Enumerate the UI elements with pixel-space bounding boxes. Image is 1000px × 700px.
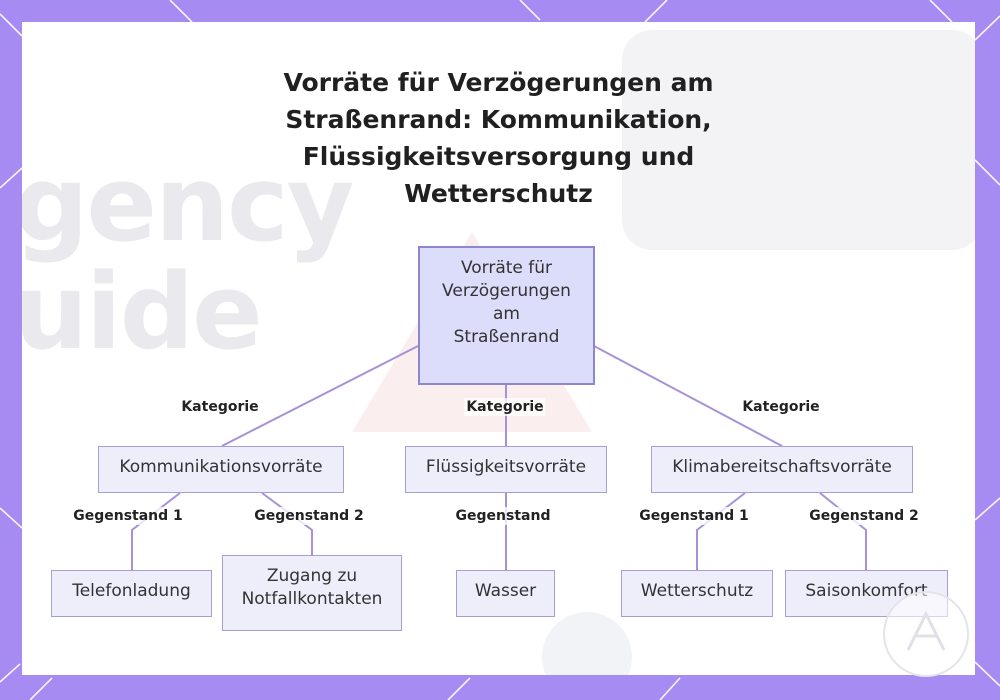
connector-root-cat1: [221, 345, 419, 447]
edge-label-item: Gegenstand 2: [252, 507, 366, 525]
item-node-phone-charge: Telefonladung: [51, 570, 212, 617]
root-node-label: Vorräte für Verzögerungen am Straßenrand: [442, 258, 571, 347]
edge-label-category: Kategorie: [179, 398, 261, 416]
diagram-title: Vorräte für Verzögerungen am Straßenrand…: [283, 68, 714, 208]
category-node-fluids: Flüssigkeitsvorräte: [405, 446, 607, 493]
item-label: Saisonkomfort: [805, 581, 928, 601]
connector-cat1-item2: [261, 492, 313, 555]
item-label: Zugang zu Notfallkontakten: [241, 566, 383, 609]
background-banner: [622, 30, 975, 250]
background-circle: [542, 612, 632, 675]
edge-label-category: Kategorie: [740, 398, 822, 416]
background-watermark-text: gency: [22, 143, 354, 265]
connector-cat3-item1: [696, 492, 746, 570]
item-node-emergency-contacts: Zugang zu Notfallkontakten: [222, 555, 402, 631]
category-label: Flüssigkeitsvorräte: [425, 457, 587, 477]
edge-label-item: Gegenstand 2: [807, 507, 921, 525]
edge-label-item: Gegenstand 1: [637, 507, 751, 525]
category-label: Klimabereitschaftsvorräte: [672, 457, 892, 477]
item-label: Wetterschutz: [640, 581, 754, 601]
item-label: Telefonladung: [72, 581, 191, 601]
category-node-communication: Kommunikationsvorräte: [98, 446, 344, 493]
category-label: Kommunikationsvorräte: [119, 457, 323, 477]
edge-label-category: Kategorie: [464, 398, 546, 416]
connector-cat3-item2: [819, 492, 867, 570]
edge-label-item: Gegenstand: [453, 507, 553, 525]
item-node-weather-protection: Wetterschutz: [621, 570, 773, 617]
item-label: Wasser: [474, 581, 537, 601]
logo-emblem: [883, 591, 969, 677]
category-node-climate: Klimabereitschaftsvorräte: [651, 446, 913, 493]
connector-cat1-item1: [131, 492, 181, 570]
background-watermark-text: uide: [22, 251, 263, 373]
root-node: Vorräte für Verzögerungen am Straßenrand: [418, 246, 595, 385]
edge-label-item: Gegenstand 1: [71, 507, 185, 525]
connector-root-cat3: [593, 345, 783, 447]
item-node-water: Wasser: [456, 570, 555, 617]
